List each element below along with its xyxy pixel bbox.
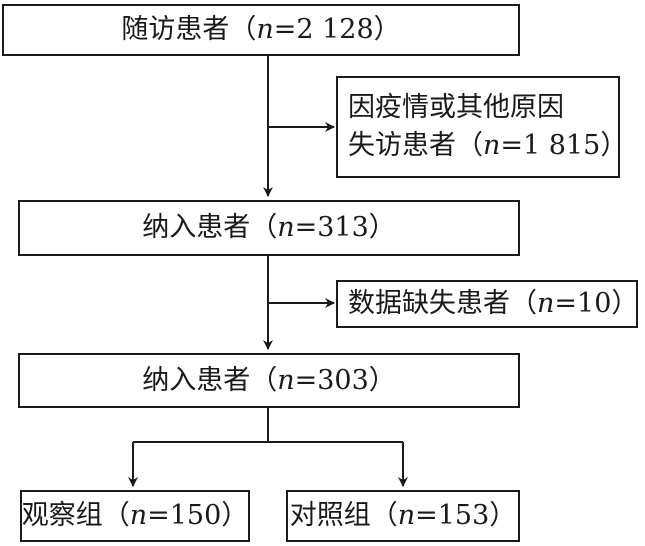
- box-observation-group: 观察组（n=150）: [20, 490, 250, 542]
- box-included-303: 纳入患者（n=303）: [18, 353, 520, 408]
- lost-line2: 失访患者（n=1 815）: [348, 130, 628, 161]
- box-included-313: 纳入患者（n=313）: [18, 200, 520, 256]
- label: 随访患者: [121, 14, 230, 45]
- box-missing-data: 数据缺失患者（n=10）: [336, 280, 638, 328]
- box-lost-followup: 因疫情或其他原因 失访患者（n=1 815）: [336, 76, 627, 178]
- box-control-group: 对照组（n=153）: [286, 490, 520, 542]
- lost-line1: 因疫情或其他原因: [348, 92, 564, 123]
- box-followup-patients: 随访患者（n=2 128）: [2, 4, 520, 56]
